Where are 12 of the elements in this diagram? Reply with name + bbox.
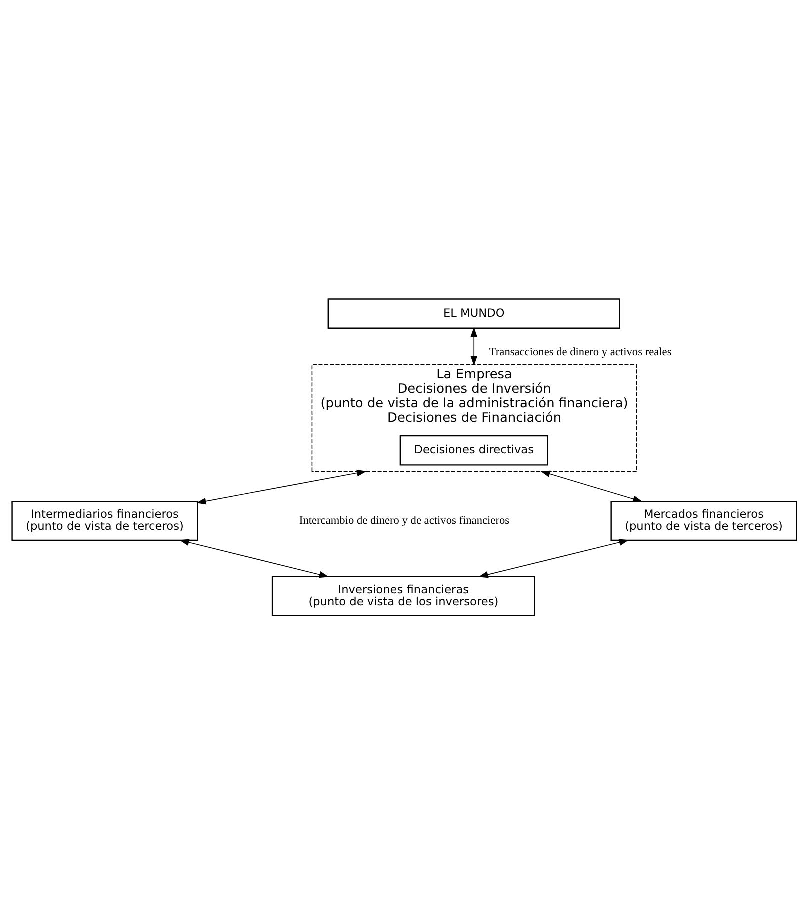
arrow: [470, 326, 478, 366]
node-box: EL MUNDO: [328, 298, 620, 328]
node-box: Inversiones financieras (punto de vista de los inversores): [272, 576, 536, 616]
node-box: Mercados financieros (punto de vista de terceros): [610, 500, 798, 541]
label: Intercambio de dinero y de activos financieros: [299, 514, 510, 527]
arrow: [180, 538, 330, 578]
node-box: Decisiones directivas: [400, 434, 548, 466]
arrow: [196, 469, 367, 504]
node-box: Intermediarios financieros (punto de vista de terceros): [12, 500, 198, 541]
arrow: [540, 470, 643, 502]
edge-label: Transacciones de dinero y activos reales: [489, 346, 672, 358]
arrow: [478, 538, 630, 578]
